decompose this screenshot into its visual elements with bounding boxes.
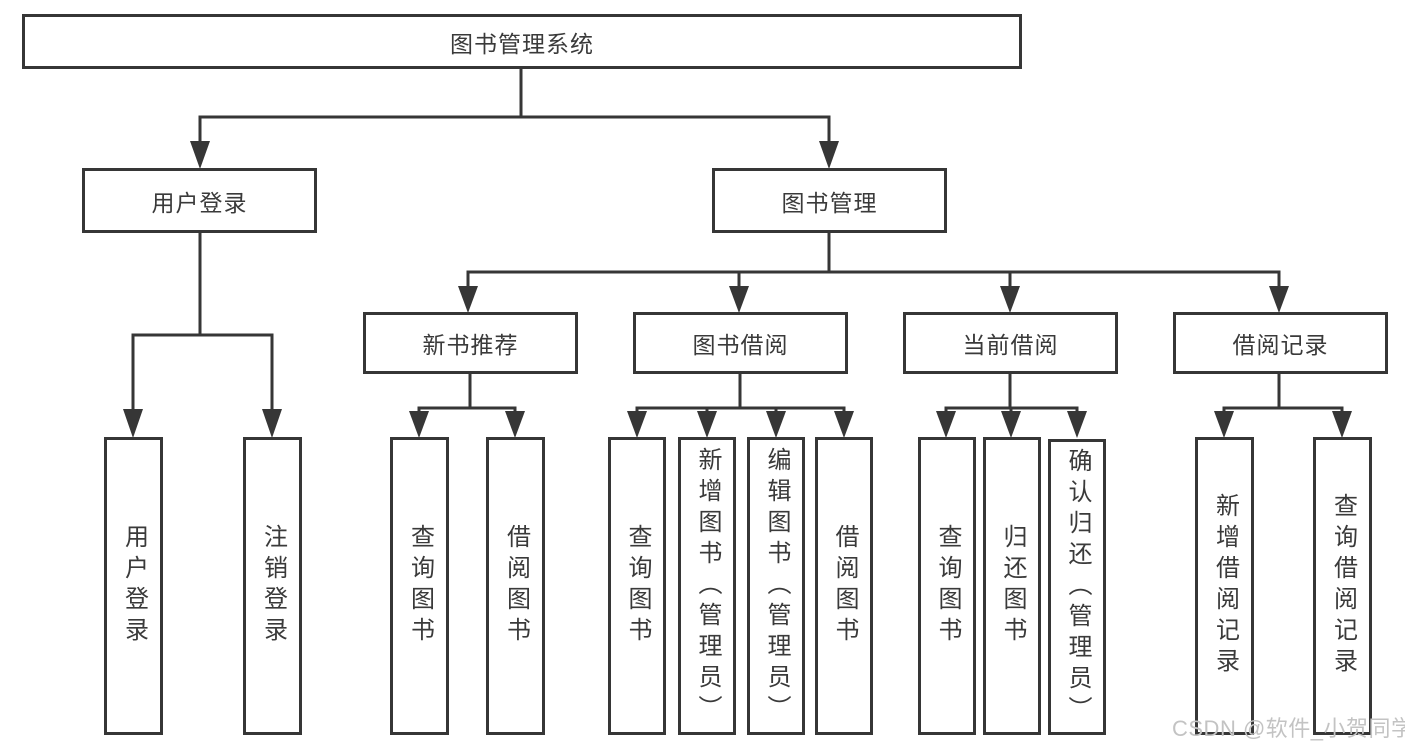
leaf-return-books: 归还图书 <box>983 437 1041 735</box>
node-current-borrow: 当前借阅 <box>903 312 1118 374</box>
leaf-add-borrow-record: 新增借阅记录 <box>1195 437 1254 735</box>
leaf-edit-books-admin: 编辑图书（管理员） <box>747 437 805 735</box>
node-borrow-records: 借阅记录 <box>1173 312 1388 374</box>
leaf-add-books-admin: 新增图书（管理员） <box>678 437 736 735</box>
csdn-watermark: CSDN @软件_小贺同学 <box>1172 716 1405 741</box>
leaf-query-books-borrow: 查询图书 <box>608 437 666 735</box>
node-book-borrow: 图书借阅 <box>633 312 848 374</box>
leaf-user-login: 用户登录 <box>104 437 163 735</box>
leaf-borrow-books-recommend: 借阅图书 <box>486 437 545 735</box>
node-new-book-recommend: 新书推荐 <box>363 312 578 374</box>
leaf-borrow-books: 借阅图书 <box>815 437 873 735</box>
node-book-management: 图书管理 <box>712 168 947 233</box>
leaf-query-books-recommend: 查询图书 <box>390 437 449 735</box>
node-root: 图书管理系统 <box>22 14 1022 69</box>
leaf-confirm-return-admin: 确认归还（管理员） <box>1048 439 1106 735</box>
node-user-login: 用户登录 <box>82 168 317 233</box>
leaf-query-borrow-record: 查询借阅记录 <box>1313 437 1372 735</box>
leaf-logout: 注销登录 <box>243 437 302 735</box>
leaf-query-books-current: 查询图书 <box>918 437 976 735</box>
